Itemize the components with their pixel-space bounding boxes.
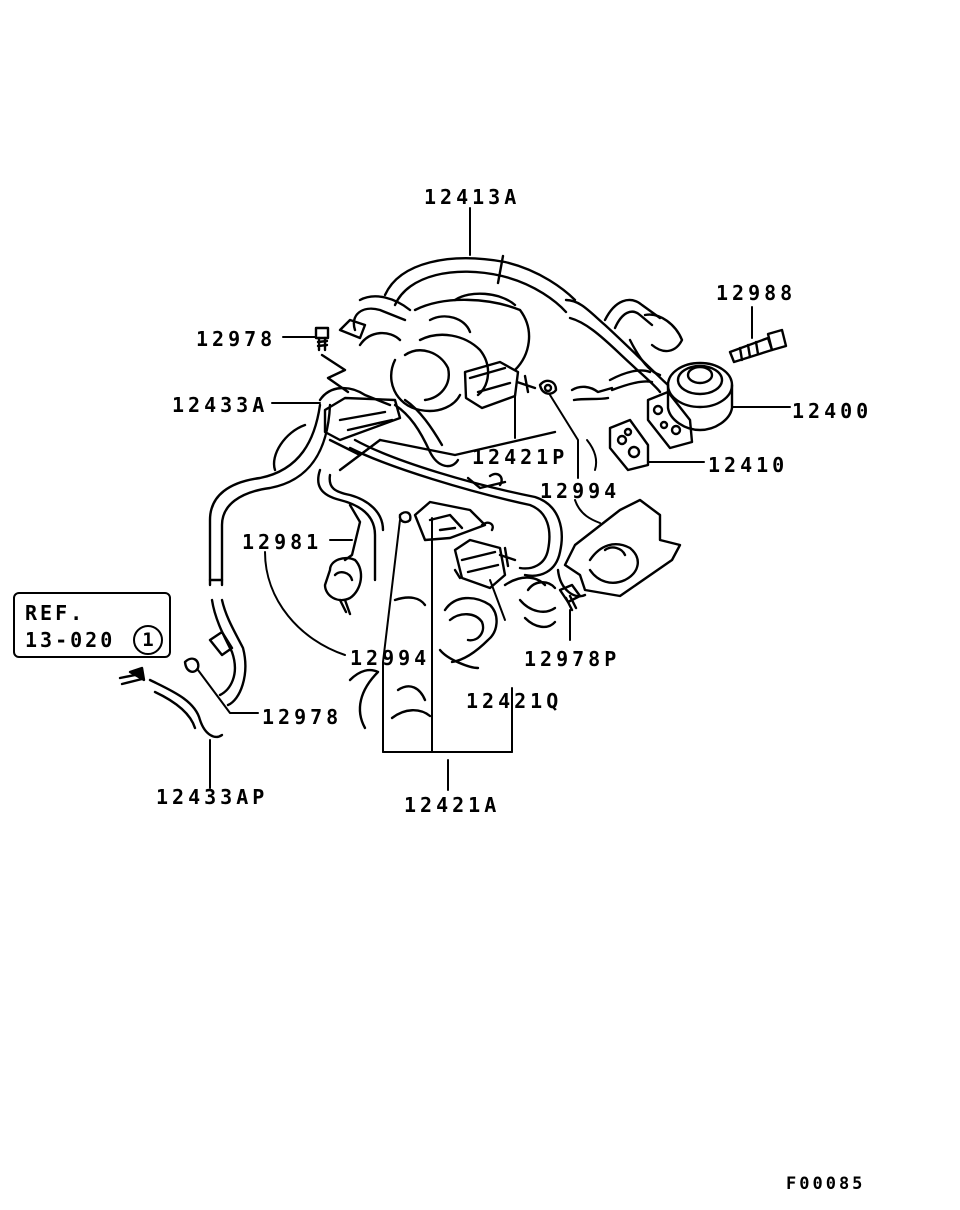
label-12994-right: 12994 xyxy=(540,479,621,503)
bolt-12978-top xyxy=(316,328,348,392)
label-12981: 12981 xyxy=(242,530,323,554)
egr-valve-12400 xyxy=(572,340,732,448)
nut-12421P xyxy=(540,381,556,394)
reference-box[interactable]: REF. 13-020 1 xyxy=(13,592,171,658)
reference-section: 13-020 xyxy=(25,628,116,652)
label-12994-mid: 12994 xyxy=(350,646,431,670)
figure-code: F00085 xyxy=(786,1174,866,1194)
bracket-assembly xyxy=(320,388,562,576)
label-12978-bottom: 12978 xyxy=(262,705,343,729)
bolt-12988 xyxy=(730,330,786,362)
label-12410: 12410 xyxy=(708,453,789,477)
reference-index-badge: 1 xyxy=(133,625,163,655)
label-12421A: 12421A xyxy=(404,793,501,817)
bolt-12978P xyxy=(560,585,580,610)
bracket-12421A xyxy=(350,502,555,728)
label-12433AP: 12433AP xyxy=(156,785,269,809)
hose-12981 xyxy=(318,470,425,614)
label-12433A: 12433A xyxy=(172,393,269,417)
label-12988: 12988 xyxy=(716,281,797,305)
hose-12433AP xyxy=(120,600,245,737)
heat-shield-12994 xyxy=(528,500,680,596)
upper-hardware xyxy=(340,294,535,411)
hose-12433A xyxy=(210,405,330,585)
gasket-12410 xyxy=(610,420,648,470)
label-12421Q: 12421Q xyxy=(466,689,563,713)
label-12978P: 12978P xyxy=(524,647,621,671)
label-12421P: 12421P xyxy=(472,445,569,469)
label-12978-top: 12978 xyxy=(196,327,277,351)
reference-label: REF. xyxy=(25,601,86,625)
label-12413A: 12413A xyxy=(424,185,521,209)
leader-lines xyxy=(198,208,790,790)
label-12400: 12400 xyxy=(792,399,873,423)
